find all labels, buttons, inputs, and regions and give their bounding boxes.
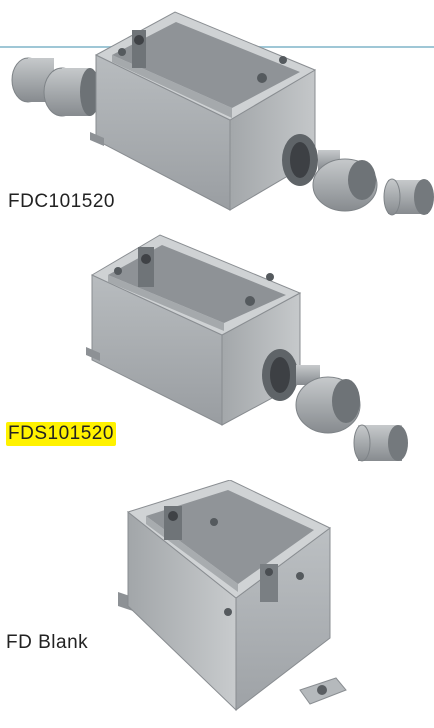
product-label: FDC101520 [8, 191, 115, 212]
fds-box-with-one-hub-icon [86, 234, 408, 462]
product-fdc101520: FDC101520 [0, 0, 434, 240]
product-label: FD Blank [6, 632, 89, 653]
product-label-highlighted: FDS101520 [6, 422, 116, 446]
fd-blank-box-icon [118, 480, 347, 712]
fdc-box-with-two-hubs-icon [11, 11, 434, 216]
product-fds101520: FDS101520 [0, 215, 434, 465]
product-fd-blank: FD Blank [0, 480, 434, 728]
